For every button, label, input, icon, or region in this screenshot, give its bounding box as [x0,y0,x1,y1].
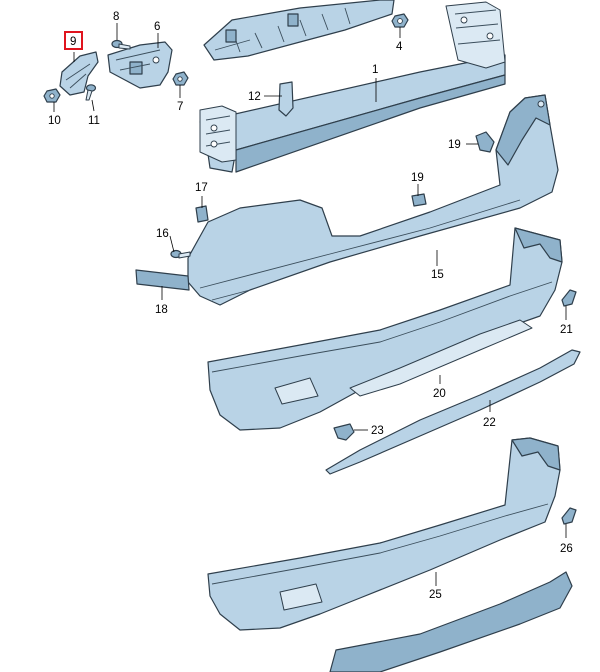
part-22-trim-strip [325,349,581,475]
callout-11: 11 [88,115,100,127]
callout-9: 9 [70,36,76,48]
part-9-guide-piece [59,51,99,96]
part-21-cap [561,289,577,307]
callout-12: 12 [248,91,261,103]
callout-19-upper: 19 [448,139,461,151]
callout-18: 18 [155,304,168,316]
part-11-screw [85,84,97,101]
callout-1: 1 [372,64,378,76]
callout-22: 22 [483,417,496,429]
callout-21: 21 [560,324,573,336]
part-23-clip [333,423,355,441]
callout-26: 26 [560,543,573,555]
callout-19-middle: 19 [411,172,424,184]
part-17-spacer [195,205,209,223]
part-15-bumper-cover [187,94,559,306]
callout-23: 23 [371,425,384,437]
part-26-cap [561,507,577,525]
part-19-guide-middle [411,193,427,207]
part-20-lower-bumper [207,227,563,431]
part-7-nut [172,71,189,86]
callout-labels: 1 4 6 7 8 9 10 11 12 15 16 17 18 19 19 2… [48,11,573,601]
callout-16: 16 [156,228,169,240]
part-16-screw [170,249,191,259]
callout-4: 4 [396,41,403,53]
callout-9-highlight-box [64,31,83,50]
leader-lines [53,23,567,586]
part-18-trim-strip [135,269,190,291]
part-10-nut [43,88,61,103]
callout-10: 10 [48,115,61,127]
part-1-reinforcement-beam [199,1,506,173]
part-4-nut [391,13,409,28]
part-25-lower-bumper-variant [207,437,573,672]
callout-6: 6 [154,21,160,33]
callout-25: 25 [429,589,442,601]
part-8-screw [111,39,131,50]
callout-20: 20 [433,388,446,400]
callout-17: 17 [195,182,208,194]
callout-15: 15 [431,269,444,281]
part-6-bracket [107,41,173,89]
callout-7: 7 [177,101,183,113]
part-12-clip [278,81,294,117]
callout-8: 8 [113,11,119,23]
part-19-guide-upper [475,131,495,153]
upper-guide-assembly [203,0,395,61]
